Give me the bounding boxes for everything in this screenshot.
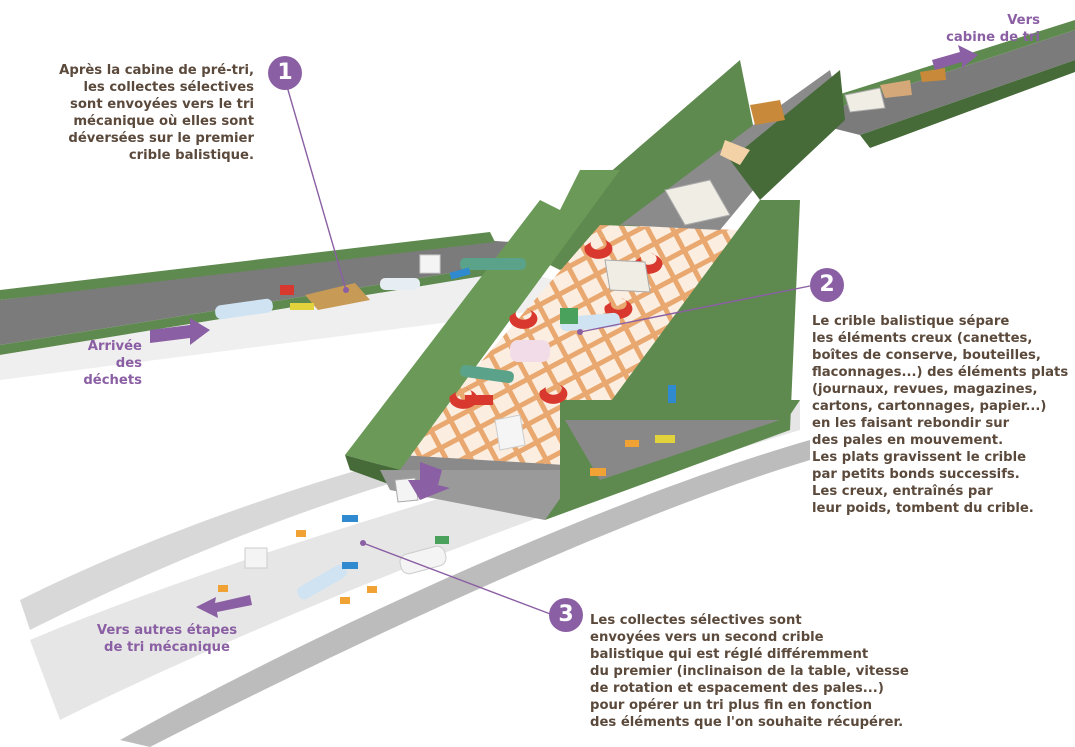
- waste-items: [215, 68, 946, 604]
- step-3-badge: 3: [549, 598, 583, 632]
- step-3-text: Les collectes sélectives sont envoyées v…: [590, 613, 909, 730]
- flow-arrows: [150, 45, 978, 618]
- other-stages-arrow: [196, 595, 252, 618]
- label-to-other-stages: Vers autres étapes de tri mécanique: [96, 623, 238, 655]
- label-to-sort-cabin: Vers cabine de tri: [946, 13, 1040, 45]
- step-1-badge: 1: [268, 56, 302, 90]
- drop-arrow: [408, 462, 450, 500]
- callout-lines: [285, 82, 811, 616]
- step-2-badge: 2: [810, 268, 844, 302]
- arrival-arrow: [150, 318, 210, 345]
- label-waste-arrival: Arrivée des déchets: [83, 339, 142, 388]
- step-1-text: Après la cabine de pré-tri, les collecte…: [59, 63, 254, 163]
- step-2-text: Le crible balistique sépare les éléments…: [812, 314, 1069, 516]
- cabin-arrow: [932, 45, 978, 70]
